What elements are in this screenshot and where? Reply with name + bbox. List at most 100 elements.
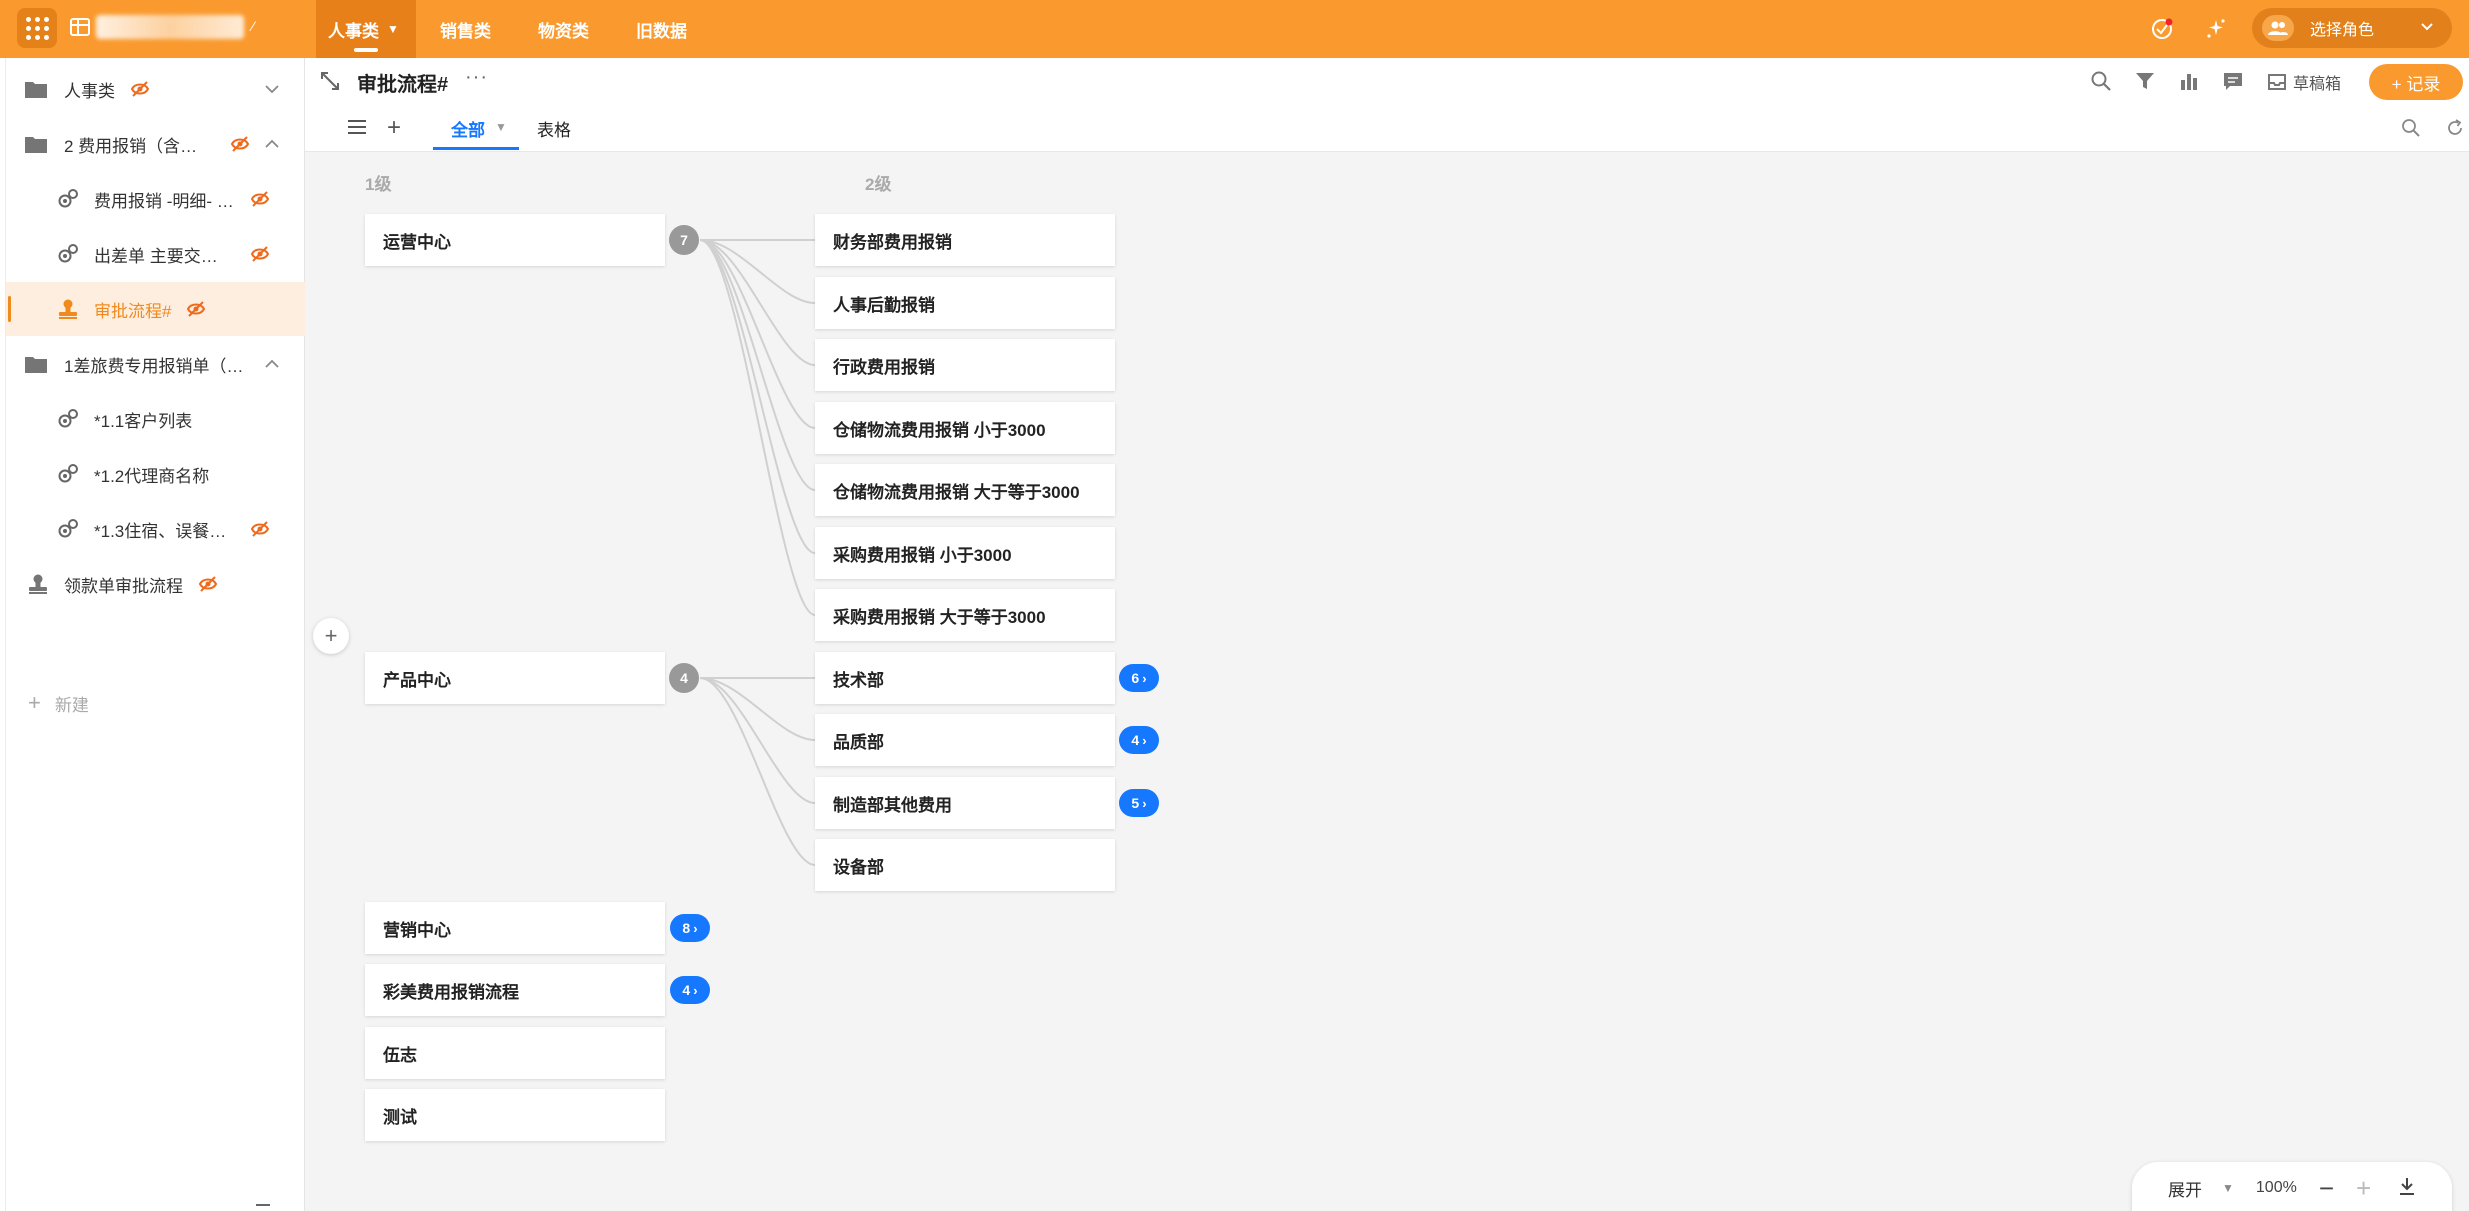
chevron-down-icon[interactable]: ▼ [2222,1181,2234,1195]
sidebar-item-payment-approval[interactable]: 领款单审批流程 [0,557,305,611]
sidebar-collapse-handle[interactable] [256,1204,270,1206]
node-label: 营销中心 [383,916,451,941]
node-label: 运营中心 [383,228,451,253]
tree-node-level1[interactable]: 营销中心 [365,902,665,954]
hidden-eye-icon [250,189,270,209]
tree-node-level2[interactable]: 仓储物流费用报销 大于等于3000 [815,464,1115,516]
hidden-eye-icon [186,299,206,319]
gears-icon [56,242,80,266]
zoom-in-button[interactable]: + [2356,1173,2371,1204]
select-role-label: 选择角色 [2310,16,2374,40]
expand-children-badge[interactable]: 6› [1119,664,1159,692]
tree-node-level2[interactable]: 仓储物流费用报销 小于3000 [815,402,1115,454]
hidden-eye-icon [230,134,250,154]
fullscreen-expand-icon[interactable] [319,70,341,92]
view-tab-all[interactable]: 全部 [451,116,485,141]
gears-icon [56,517,80,541]
tree-node-level1[interactable]: 伍志 [365,1027,665,1079]
draft-box-button[interactable]: 草稿箱 [2267,70,2341,94]
sidebar-new-button[interactable]: + 新建 [28,690,89,716]
nav-tab-old-data[interactable]: 旧数据 [636,0,687,58]
node-label: 财务部费用报销 [833,228,952,253]
chevron-down-icon[interactable]: ▼ [495,120,507,134]
add-record-button[interactable]: + 记录 [2369,64,2463,100]
folder-icon [24,77,48,101]
nav-tab-materials[interactable]: 物资类 [538,0,589,58]
todo-check-icon[interactable] [2148,15,2176,43]
gears-icon [56,187,80,211]
chevron-right-icon: › [1142,671,1146,686]
search-icon[interactable] [2401,118,2421,138]
expand-level-button[interactable]: 展开 [2168,1176,2202,1201]
search-icon[interactable] [2088,68,2114,94]
app-switch-caret-icon[interactable]: ⁄ [252,18,254,34]
ai-magic-icon[interactable] [2202,15,2230,43]
gears-icon [56,407,80,431]
view-tab-table[interactable]: 表格 [537,116,571,141]
nav-tab-personnel[interactable]: 人事类 ▼ [316,0,416,58]
select-role-button[interactable]: 选择角色 [2252,8,2452,48]
child-count-badge[interactable]: 4 [669,663,699,693]
tree-node-level1[interactable]: 运营中心 [365,214,665,266]
expand-children-badge[interactable]: 8› [670,914,710,942]
approval-stamp-icon [56,297,80,321]
tree-node-level2[interactable]: 行政费用报销 [815,339,1115,391]
sidebar-item-personnel-folder[interactable]: 人事类 [0,62,305,116]
download-icon[interactable] [2397,1176,2417,1201]
refresh-icon[interactable] [2445,118,2465,138]
sidebar-item-label: *1.3住宿、误餐… [94,517,226,542]
plus-icon: + [28,690,41,716]
sidebar-item-approval-flow[interactable]: 审批流程# [0,282,305,336]
tree-node-level2[interactable]: 财务部费用报销 [815,214,1115,266]
tree-node-level1[interactable]: 测试 [365,1089,665,1141]
sidebar: 人事类 2 费用报销（含… 费用报销 -明细- … [0,58,305,1211]
sidebar-item-customer-list[interactable]: *1.1客户列表 [0,392,305,446]
tree-node-level2[interactable]: 制造部其他费用 [815,777,1115,829]
sidebar-item-travel-folder[interactable]: 1差旅费专用报销单（… [0,337,305,391]
app-table-icon [70,17,90,37]
tree-node-level1[interactable]: 彩美费用报销流程 [365,964,665,1016]
zoom-toolbar: 展开 ▼ 100% − + [2132,1162,2452,1211]
comment-icon[interactable] [2220,68,2246,94]
hidden-eye-icon [198,574,218,594]
chart-stats-icon[interactable] [2176,68,2202,94]
sidebar-item-label: 1差旅费专用报销单（… [64,352,243,377]
tree-node-level2[interactable]: 技术部 [815,652,1115,704]
hidden-eye-icon [130,79,150,99]
approval-stamp-icon [26,572,50,596]
app-name-blurred[interactable] [96,15,244,39]
title-more-button[interactable]: ··· [465,66,488,89]
chevron-up-icon[interactable] [262,134,282,154]
add-node-button[interactable]: + [313,618,349,654]
sidebar-item-business-trip[interactable]: 出差单 主要交… [0,227,305,281]
sidebar-edge [0,58,6,1211]
tree-node-level2[interactable]: 设备部 [815,839,1115,891]
sidebar-item-expense-detail[interactable]: 费用报销 -明细- … [0,172,305,226]
expand-children-badge[interactable]: 4› [1119,726,1159,754]
chevron-down-icon[interactable] [262,79,282,99]
child-count-badge[interactable]: 7 [669,225,699,255]
view-list-icon[interactable] [347,118,367,136]
tree-node-level2[interactable]: 采购费用报销 大于等于3000 [815,589,1115,641]
expand-children-badge[interactable]: 5› [1119,789,1159,817]
badge-count: 4 [682,982,690,998]
add-view-button[interactable]: + [387,114,401,142]
tree-node-level1[interactable]: 产品中心 [365,652,665,704]
sidebar-item-lodging[interactable]: *1.3住宿、误餐… [0,502,305,556]
nav-tab-sales[interactable]: 销售类 [440,0,491,58]
chevron-up-icon[interactable] [262,354,282,374]
zoom-level: 100% [2256,1179,2297,1197]
tree-node-level2[interactable]: 采购费用报销 小于3000 [815,527,1115,579]
zoom-out-button[interactable]: − [2319,1173,2334,1204]
apps-grid-button[interactable] [17,8,57,48]
expand-children-badge[interactable]: 4› [670,976,710,1004]
tree-node-level2[interactable]: 品质部 [815,714,1115,766]
node-label: 行政费用报销 [833,353,935,378]
chevron-right-icon: › [1142,733,1146,748]
sidebar-item-label: 领款单审批流程 [64,572,183,597]
sidebar-item-label: 审批流程# [94,297,171,322]
sidebar-item-expense-folder[interactable]: 2 费用报销（含… [0,117,305,171]
sidebar-item-agent-names[interactable]: *1.2代理商名称 [0,447,305,501]
tree-node-level2[interactable]: 人事后勤报销 [815,277,1115,329]
filter-icon[interactable] [2132,68,2158,94]
